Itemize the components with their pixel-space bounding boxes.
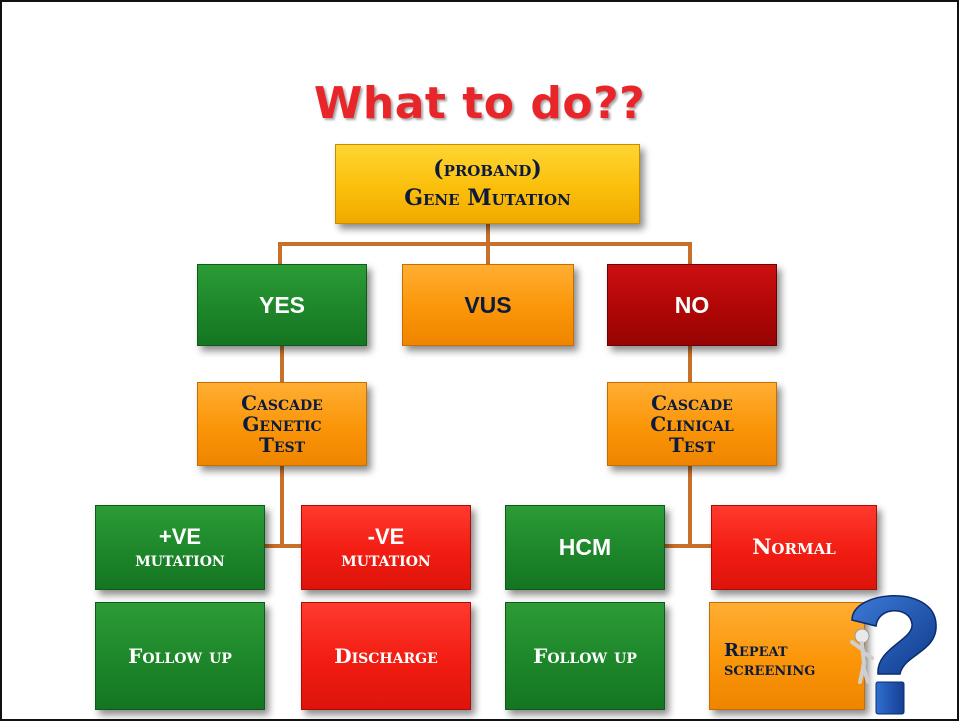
- connector-top-bar: [278, 242, 690, 246]
- hcm-box: HCM: [505, 505, 665, 590]
- cascade-clinical-line3: Test: [668, 432, 716, 457]
- repeat-label: Repeat: [724, 640, 788, 662]
- hcm-label: HCM: [558, 534, 612, 561]
- follow-up-box-2: Follow up: [505, 602, 665, 710]
- vus-label: VUS: [464, 291, 512, 318]
- repeat-screening-box: Repeat screening: [709, 602, 865, 710]
- discharge-label: Discharge: [334, 643, 438, 668]
- follow-up-label-1: Follow up: [128, 643, 232, 668]
- cascade-genetic-line2: Genetic: [242, 411, 322, 436]
- no-label: NO: [674, 291, 710, 318]
- normal-box: Normal: [711, 505, 877, 590]
- connector-to-yes: [278, 242, 282, 264]
- connector-no-to-cascade: [688, 346, 692, 382]
- cascade-genetic-test-box: Cascade Genetic Test: [197, 382, 367, 466]
- proband-label: (proband): [433, 155, 542, 182]
- positive-mutation-line2: mutation: [135, 546, 225, 571]
- connector-yes-to-cascade: [280, 346, 284, 382]
- cascade-clinical-line1: Cascade: [651, 390, 733, 415]
- connector-to-no: [688, 242, 692, 264]
- question-mark-figure-icon: [850, 595, 937, 715]
- negative-mutation-line2: mutation: [341, 546, 431, 571]
- positive-mutation-box: +VE mutation: [95, 505, 265, 590]
- follow-up-box-1: Follow up: [95, 602, 265, 710]
- vus-box: VUS: [402, 264, 574, 346]
- no-box: NO: [607, 264, 777, 346]
- negative-mutation-box: -VE mutation: [301, 505, 471, 590]
- gene-mutation-label: Gene Mutation: [404, 185, 571, 211]
- proband-gene-mutation-box: (proband) Gene Mutation: [335, 144, 640, 224]
- connector-root-down: [486, 224, 490, 244]
- connector-genetic-down: [280, 466, 284, 546]
- connector-to-vus: [486, 242, 490, 264]
- yes-label: YES: [258, 291, 306, 318]
- negative-mutation-line1: -VE: [367, 524, 405, 550]
- yes-box: YES: [197, 264, 367, 346]
- connector-clinical-bar: [664, 544, 712, 548]
- positive-mutation-line1: +VE: [158, 524, 202, 550]
- cascade-clinical-line2: Clinical: [650, 411, 734, 436]
- normal-label: Normal: [752, 534, 836, 560]
- cascade-clinical-test-box: Cascade Clinical Test: [607, 382, 777, 466]
- slide-title: What to do??: [313, 78, 646, 129]
- cascade-genetic-line1: Cascade: [241, 390, 323, 415]
- follow-up-label-2: Follow up: [533, 643, 637, 668]
- discharge-box: Discharge: [301, 602, 471, 710]
- cascade-genetic-line3: Test: [258, 432, 306, 457]
- connector-clinical-down: [688, 466, 692, 546]
- connector-genetic-bar: [264, 544, 304, 548]
- screening-label: screening: [724, 659, 816, 680]
